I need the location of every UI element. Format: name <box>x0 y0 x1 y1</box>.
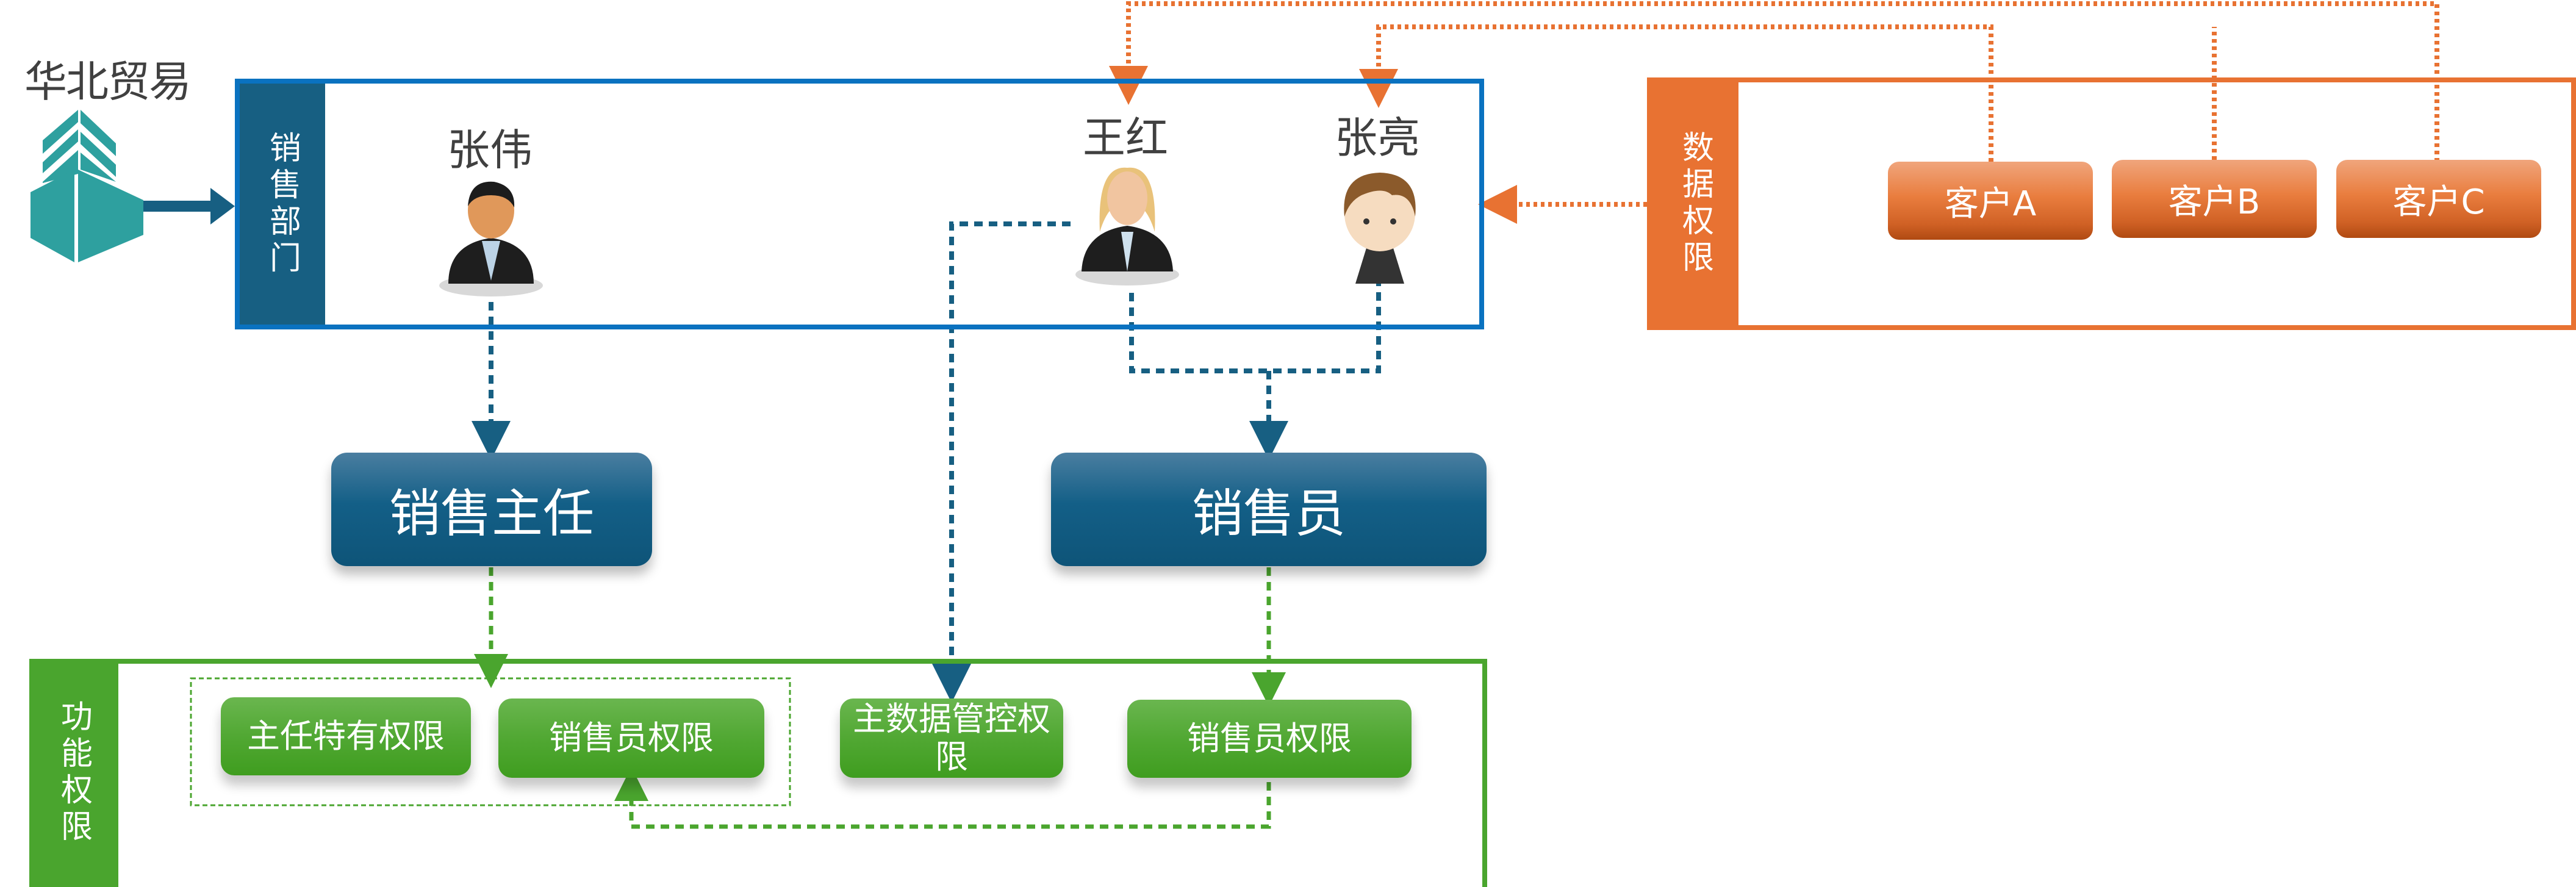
permission-master-data-control[interactable]: 主数据管控权限 <box>840 698 1063 778</box>
male-manager-avatar-icon[interactable] <box>436 177 546 299</box>
permission-salesperson-director-group[interactable]: 销售员权限 <box>498 698 764 778</box>
company-name: 华北贸易 <box>24 57 192 107</box>
person-name-wanghong: 王红 <box>1083 113 1168 163</box>
data-permissions-frame <box>1647 77 2576 330</box>
customer-b-button[interactable]: 客户B <box>2112 160 2317 238</box>
data-permissions-label: 数据权限 <box>1652 82 1738 325</box>
role-salesperson[interactable]: 销售员 <box>1051 453 1487 566</box>
person-name-zhangliang: 张亮 <box>1335 113 1420 163</box>
function-permissions-label: 功能权限 <box>29 659 118 887</box>
customer-a-button[interactable]: 客户A <box>1888 162 2093 240</box>
role-sales-director[interactable]: 销售主任 <box>331 453 652 566</box>
person-name-zhangwei: 张伟 <box>447 125 533 175</box>
permission-director-exclusive[interactable]: 主任特有权限 <box>221 697 471 775</box>
male-cartoon-avatar-icon[interactable] <box>1325 168 1435 290</box>
sales-department-frame <box>235 79 1484 329</box>
permission-salesperson[interactable]: 销售员权限 <box>1127 700 1412 778</box>
customer-c-button[interactable]: 客户C <box>2336 160 2541 238</box>
company-to-department-arrow <box>143 188 235 224</box>
female-staff-avatar-icon[interactable] <box>1072 165 1182 287</box>
sales-department-label: 销售部门 <box>240 84 325 325</box>
building-icon <box>30 110 143 262</box>
